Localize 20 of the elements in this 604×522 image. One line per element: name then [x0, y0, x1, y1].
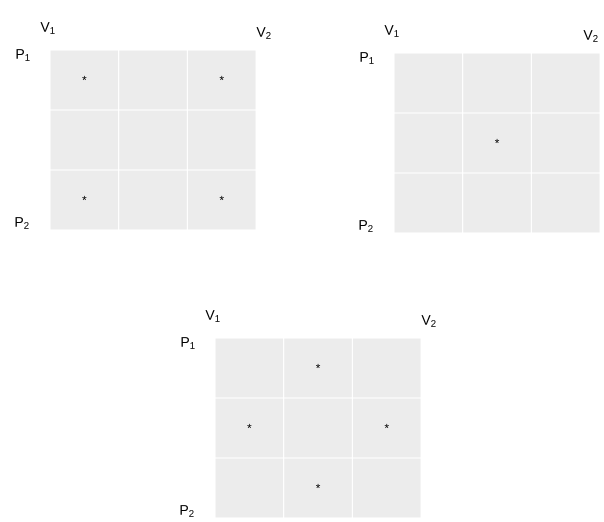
axis-label: P$_{1}$ [182, 337, 195, 349]
axis-label: P$_{2}$ [16, 217, 29, 229]
axis-label: P$_{2}$ [360, 220, 373, 232]
grid-cell: * [283, 458, 353, 518]
grid-cell: * [50, 50, 120, 110]
axis-label: P$_{1}$ [16, 49, 30, 61]
axis-label: V$_{2}$ [256, 27, 271, 39]
grid-cell: * [462, 112, 532, 174]
grid-cell: * [214, 398, 284, 458]
axis-label: V$_{1}$ [205, 310, 220, 322]
axis-label: P$_{2}$ [180, 505, 194, 517]
axis-label: P$_{1}$ [360, 52, 374, 64]
grid-cell: * [283, 338, 353, 398]
grid-cell: * [50, 170, 120, 230]
axis-label: V$_{1}$ [384, 25, 399, 37]
grid-cell: * [352, 398, 422, 458]
axis-label: V$_{2}$ [421, 315, 436, 327]
grid-cell: * [186, 170, 257, 230]
axis-label: V$_{1}$ [40, 22, 55, 34]
grid-cell: * [186, 50, 257, 110]
